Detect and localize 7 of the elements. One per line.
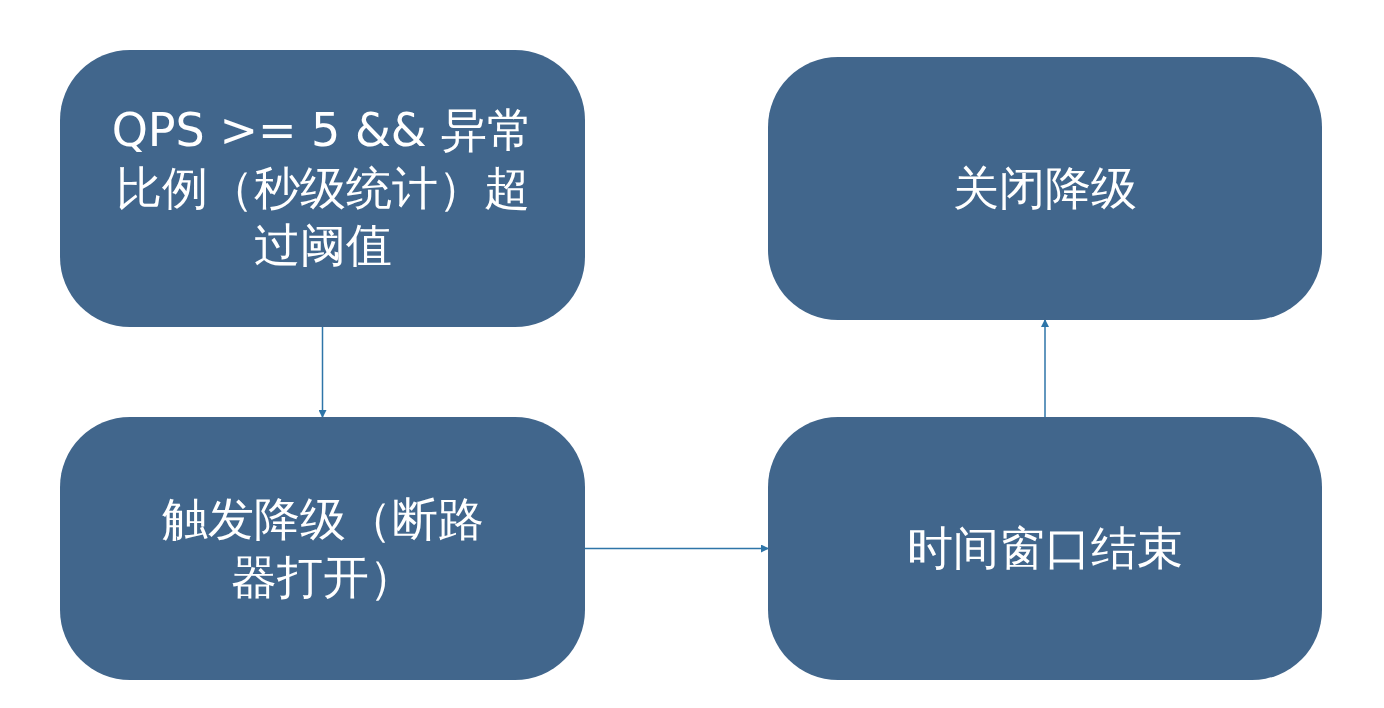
arrow — [584, 544, 769, 553]
arrow — [1041, 319, 1049, 418]
process-box: 关闭降级 — [768, 57, 1322, 320]
process-box: 触发降级（断路器打开） — [60, 417, 585, 680]
process-box: QPS >= 5 && 异常比例（秒级统计）超过阈值 — [60, 50, 585, 327]
arrow — [318, 326, 327, 418]
process-box: 时间窗口结束 — [768, 417, 1322, 680]
